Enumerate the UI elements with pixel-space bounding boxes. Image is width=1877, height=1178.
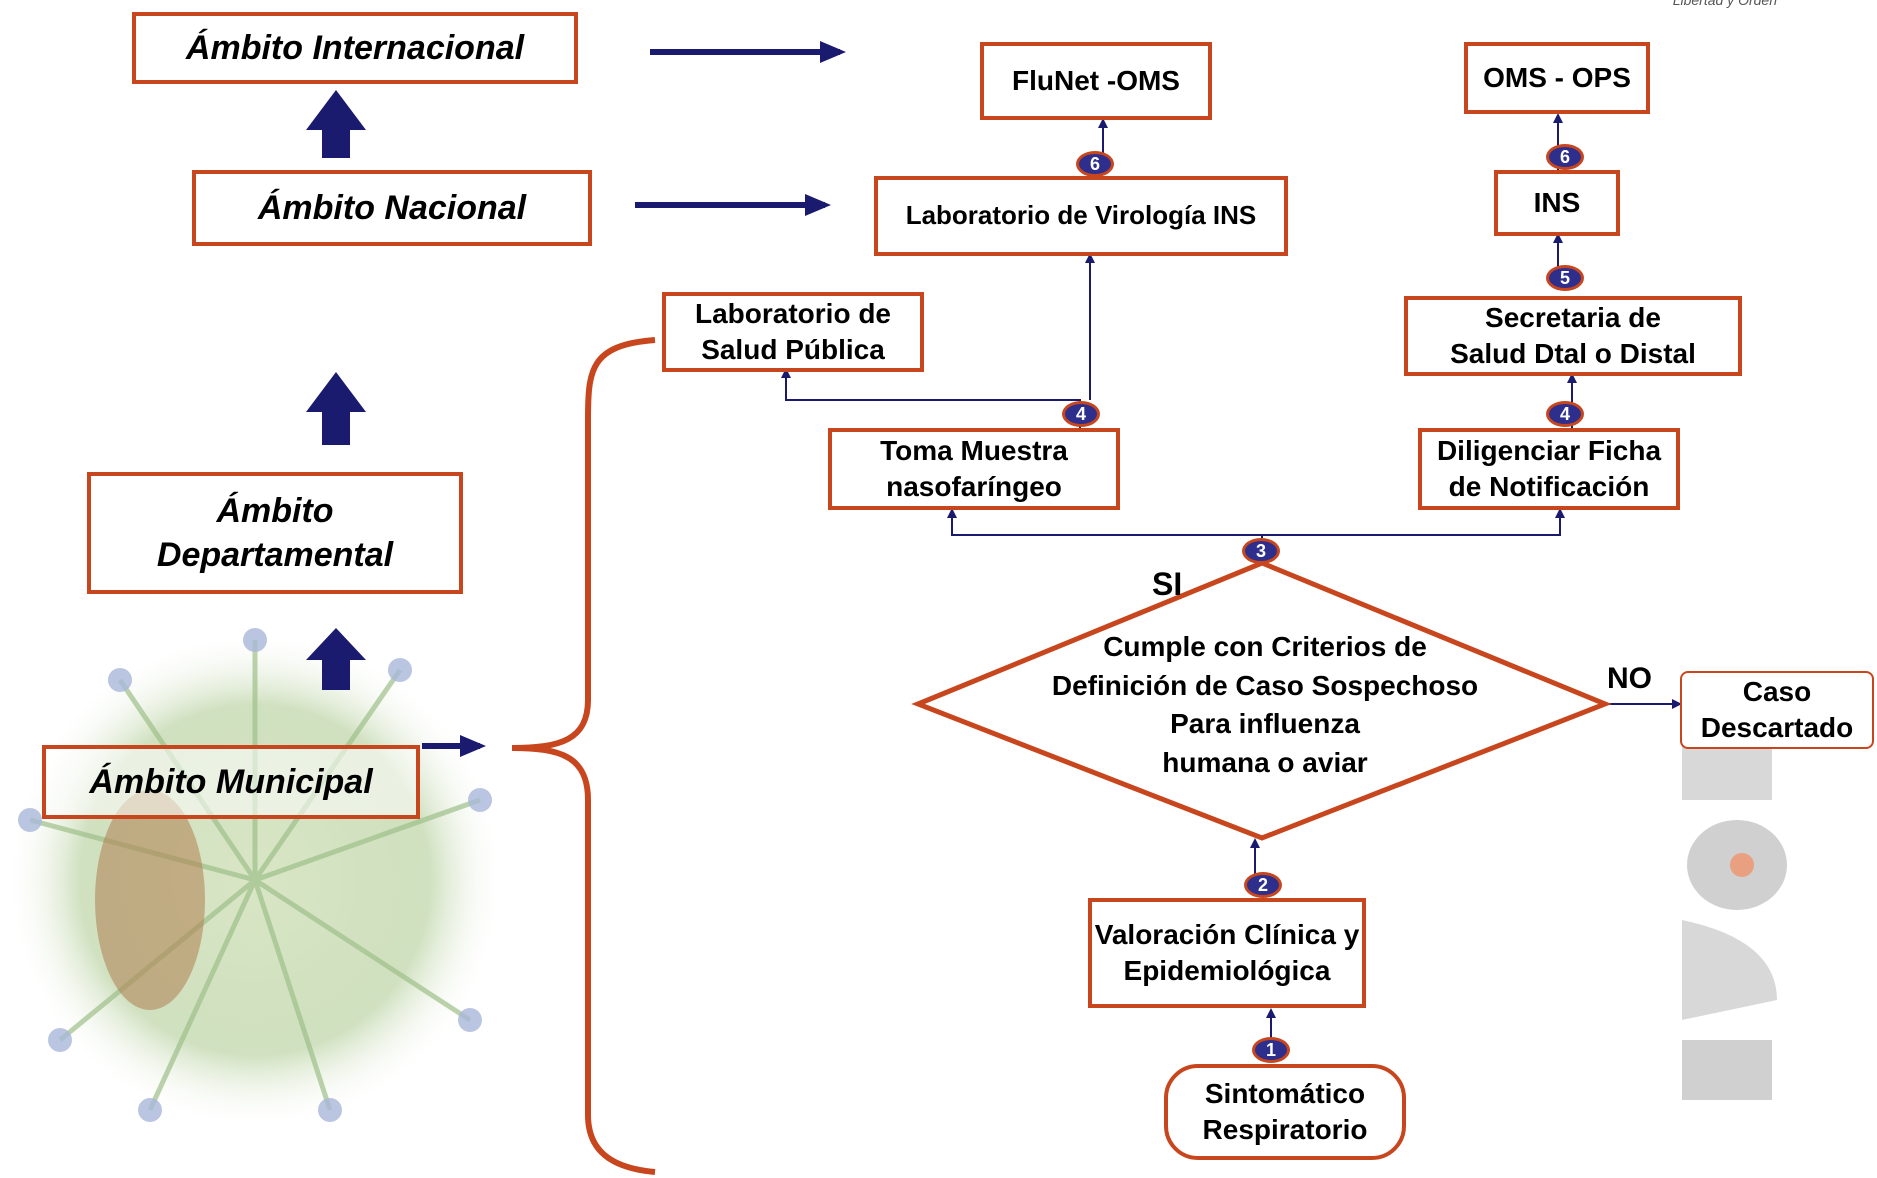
oms-ops-label: OMS - OPS: [1483, 61, 1631, 93]
flunet-oms: FluNet -OMS: [980, 42, 1212, 120]
laboratorio-salud-publica-label: Laboratorio de Salud Pública: [694, 297, 891, 365]
step-badge-4-left: 4: [1062, 401, 1100, 427]
tagline: Libertad y Orden: [1672, 0, 1777, 8]
valoracion-clinica-label: Valoración Clínica y Epidemiológica: [1094, 918, 1360, 986]
secretaria-salud: Secretaria de Salud Dtal o Distal: [1404, 296, 1742, 376]
ambito-nacional: Ámbito Nacional: [192, 170, 592, 246]
step-badge-6-left: 6: [1076, 151, 1114, 177]
step-badge-2: 2: [1244, 872, 1282, 898]
step-badge-4-right: 4: [1546, 401, 1584, 427]
label-si: SI: [1152, 566, 1183, 602]
toma-muestra: Toma Muestra nasofaríngeo: [828, 428, 1120, 510]
level-arrows: [306, 90, 366, 690]
valoracion-clinica: Valoración Clínica y Epidemiológica: [1088, 898, 1366, 1008]
sintomatico-respiratorio-label: Sintomático Respiratorio: [1202, 1077, 1368, 1145]
ambito-departamental: Ámbito Departamental: [87, 472, 463, 594]
diligenciar-ficha: Diligenciar Ficha de Notificación: [1418, 428, 1680, 510]
label-no: NO: [1607, 662, 1652, 695]
toma-muestra-label: Toma Muestra nasofaríngeo: [880, 434, 1068, 502]
ambito-municipal: Ámbito Municipal: [42, 745, 420, 819]
ins-label: INS: [1533, 186, 1581, 218]
ambito-internacional: Ámbito Internacional: [132, 12, 578, 84]
step-badge-6-right: 6: [1546, 144, 1584, 170]
laboratorio-virologia-ins: Laboratorio de Virología INS: [874, 176, 1288, 256]
decision-text: Cumple con Criterios de Definición de Ca…: [1051, 631, 1479, 778]
arrow-up-departamental-nacional: [306, 372, 366, 445]
laboratorio-virologia-ins-label: Laboratorio de Virología INS: [905, 200, 1257, 231]
sintomatico-respiratorio: Sintomático Respiratorio: [1164, 1064, 1406, 1160]
arrow-up-nacional-internacional: [306, 90, 366, 158]
flunet-oms-label: FluNet -OMS: [1012, 64, 1180, 96]
caso-descartado-label: Caso Descartado: [1700, 675, 1854, 743]
step-badge-1: 1: [1252, 1037, 1290, 1063]
ambito-municipal-label: Ámbito Municipal: [89, 762, 373, 801]
step-badge-5: 5: [1546, 265, 1584, 291]
brace: [511, 337, 656, 1175]
secretaria-salud-label: Secretaria de Salud Dtal o Distal: [1450, 301, 1696, 369]
arrow-up-municipal-departamental: [306, 628, 366, 690]
step-badge-3: 3: [1242, 538, 1280, 564]
laboratorio-salud-publica: Laboratorio de Salud Pública: [662, 292, 924, 372]
ambito-departamental-label: Ámbito Departamental: [156, 491, 394, 574]
ambito-nacional-label: Ámbito Nacional: [257, 188, 527, 227]
caso-descartado: Caso Descartado: [1680, 671, 1874, 749]
decision-diamond: [911, 560, 1612, 841]
ambito-internacional-label: Ámbito Internacional: [185, 28, 525, 67]
diligenciar-ficha-label: Diligenciar Ficha de Notificación: [1436, 434, 1662, 502]
ins: INS: [1494, 170, 1620, 236]
oms-ops: OMS - OPS: [1464, 42, 1650, 114]
